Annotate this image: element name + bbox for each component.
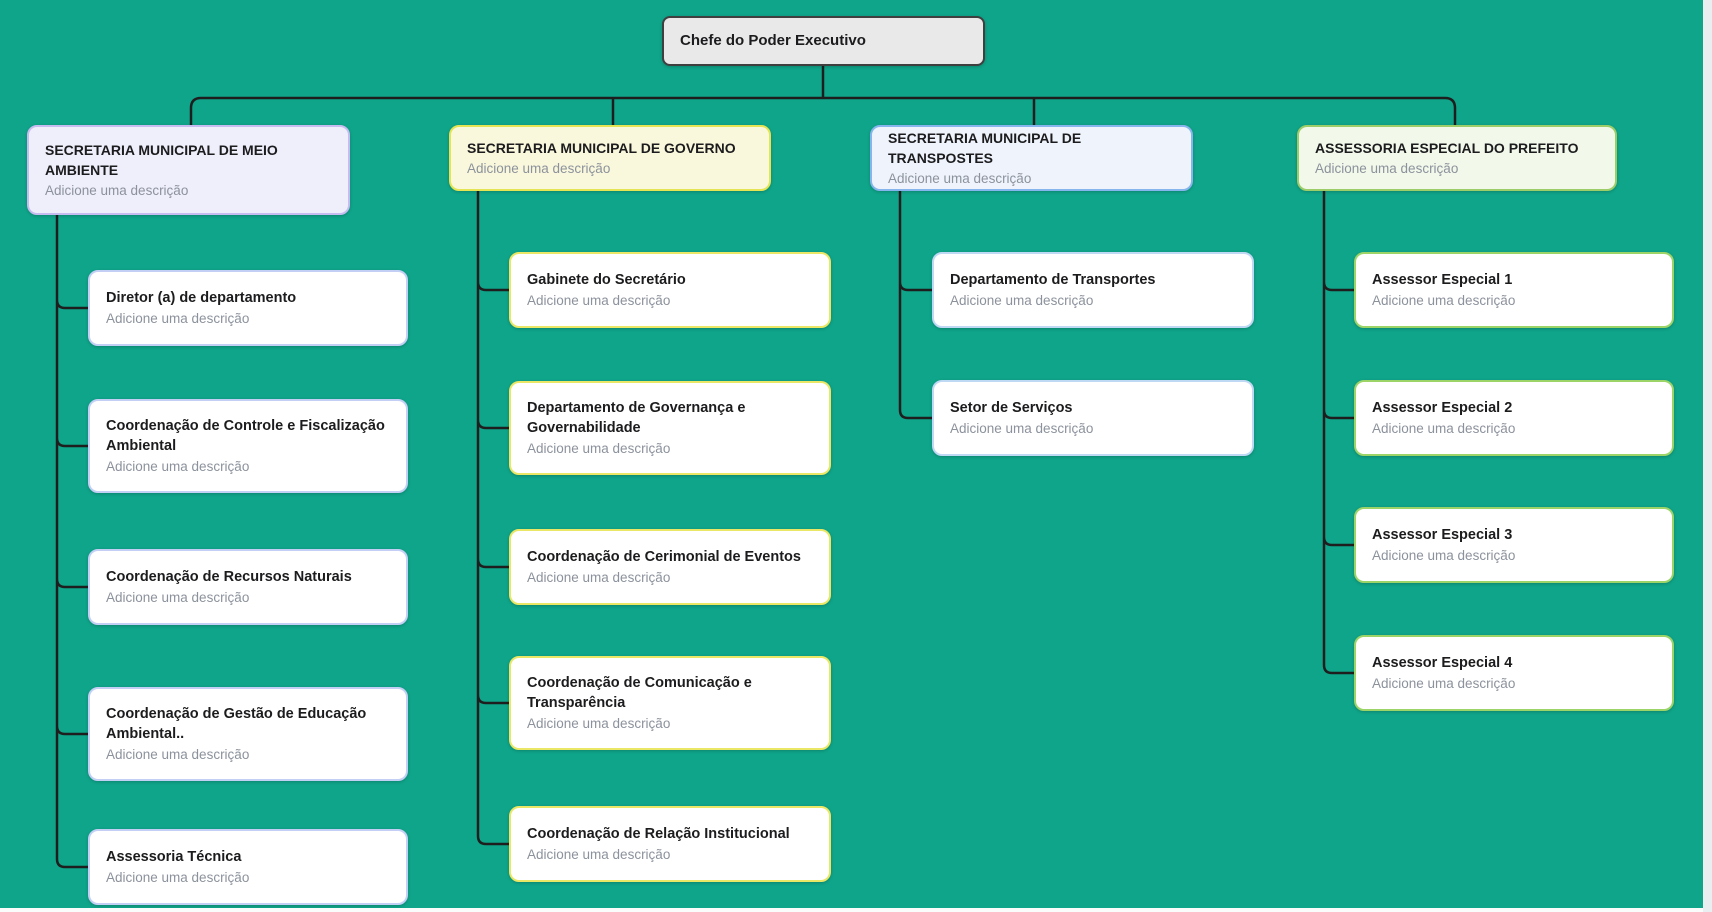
vertical-scrollbar-track[interactable] [1703, 0, 1712, 912]
node-departamento-transportes[interactable]: Departamento de Transportes Adicione uma… [932, 252, 1254, 328]
node-assessor-especial-1[interactable]: Assessor Especial 1 Adicione uma descriç… [1354, 252, 1674, 328]
node-secretaria-governo[interactable]: SECRETARIA MUNICIPAL DE GOVERNO Adicione… [449, 125, 771, 191]
node-root-chefe-executivo[interactable]: Chefe do Poder Executivo [662, 16, 985, 66]
horizontal-scrollbar-track[interactable] [0, 908, 1703, 912]
node-description-placeholder: Adicione uma descrição [106, 459, 250, 474]
node-title: Assessor Especial 2 [1372, 400, 1513, 416]
node-title: Coordenação de Recursos Naturais [106, 569, 352, 585]
node-description-placeholder: Adicione uma descrição [527, 847, 671, 862]
branch-connector-governo [476, 189, 511, 846]
node-description-placeholder: Adicione uma descrição [527, 716, 671, 731]
node-title: Departamento de Governança e Governabili… [527, 400, 746, 436]
node-title: Setor de Serviços [950, 400, 1073, 416]
node-title: Departamento de Transportes [950, 272, 1156, 288]
node-description-placeholder: Adicione uma descrição [527, 570, 671, 585]
node-assessoria-tecnica[interactable]: Assessoria Técnica Adicione uma descriçã… [88, 829, 408, 905]
node-title: Chefe do Poder Executivo [680, 32, 866, 49]
node-description-placeholder: Adicione uma descrição [106, 311, 250, 326]
node-title: Assessor Especial 3 [1372, 527, 1513, 543]
node-coordenacao-relacao-institucional[interactable]: Coordenação de Relação Institucional Adi… [509, 806, 831, 882]
node-title: Coordenação de Cerimonial de Eventos [527, 549, 801, 565]
node-description-placeholder: Adicione uma descrição [1372, 421, 1516, 436]
node-coordenacao-gestao-educacao[interactable]: Coordenação de Gestão de Educação Ambien… [88, 687, 408, 781]
node-title: Coordenação de Gestão de Educação Ambien… [106, 706, 367, 742]
node-title: Assessor Especial 4 [1372, 655, 1513, 671]
node-description-placeholder: Adicione uma descrição [1372, 548, 1516, 563]
node-description-placeholder: Adicione uma descrição [106, 870, 250, 885]
node-description-placeholder: Adicione uma descrição [106, 590, 250, 605]
node-description-placeholder: Adicione uma descrição [888, 171, 1032, 186]
root-trunk-connector [189, 64, 1457, 128]
node-title: Coordenação de Controle e Fiscalização A… [106, 418, 385, 454]
branch-connector-transportes [898, 189, 934, 420]
node-title: SECRETARIA MUNICIPAL DE GOVERNO [467, 140, 736, 156]
node-description-placeholder: Adicione uma descrição [467, 161, 611, 176]
node-title: SECRETARIA MUNICIPAL DE MEIO AMBIENTE [45, 142, 278, 178]
node-description-placeholder: Adicione uma descrição [1372, 293, 1516, 308]
node-coordenacao-controle-fiscalizacao[interactable]: Coordenação de Controle e Fiscalização A… [88, 399, 408, 493]
node-secretaria-transportes[interactable]: SECRETARIA MUNICIPAL DE TRANSPOSTES Adic… [870, 125, 1193, 191]
node-description-placeholder: Adicione uma descrição [527, 293, 671, 308]
node-gabinete-secretario[interactable]: Gabinete do Secretário Adicione uma desc… [509, 252, 831, 328]
node-departamento-governanca[interactable]: Departamento de Governança e Governabili… [509, 381, 831, 475]
node-description-placeholder: Adicione uma descrição [527, 441, 671, 456]
node-diretor-departamento[interactable]: Diretor (a) de departamento Adicione uma… [88, 270, 408, 346]
node-assessor-especial-3[interactable]: Assessor Especial 3 Adicione uma descriç… [1354, 507, 1674, 583]
node-title: Assessoria Técnica [106, 849, 242, 865]
node-description-placeholder: Adicione uma descrição [950, 421, 1094, 436]
node-title: Coordenação de Comunicação e Transparênc… [527, 675, 752, 711]
node-description-placeholder: Adicione uma descrição [950, 293, 1094, 308]
node-assessor-especial-4[interactable]: Assessor Especial 4 Adicione uma descriç… [1354, 635, 1674, 711]
node-title: Coordenação de Relação Institucional [527, 826, 790, 842]
node-title: Assessor Especial 1 [1372, 272, 1513, 288]
node-title: SECRETARIA MUNICIPAL DE TRANSPOSTES [888, 130, 1082, 166]
node-description-placeholder: Adicione uma descrição [1315, 161, 1459, 176]
node-title: Diretor (a) de departamento [106, 290, 297, 306]
node-description-placeholder: Adicione uma descrição [45, 183, 189, 198]
node-setor-servicos[interactable]: Setor de Serviços Adicione uma descrição [932, 380, 1254, 456]
node-title: Gabinete do Secretário [527, 272, 686, 288]
node-description-placeholder: Adicione uma descrição [1372, 676, 1516, 691]
node-assessoria-especial-prefeito[interactable]: ASSESSORIA ESPECIAL DO PREFEITO Adicione… [1297, 125, 1617, 191]
node-assessor-especial-2[interactable]: Assessor Especial 2 Adicione uma descriç… [1354, 380, 1674, 456]
node-coordenacao-comunicacao[interactable]: Coordenação de Comunicação e Transparênc… [509, 656, 831, 750]
branch-connector-meio-ambiente [55, 213, 90, 869]
node-coordenacao-recursos-naturais[interactable]: Coordenação de Recursos Naturais Adicion… [88, 549, 408, 625]
node-title: ASSESSORIA ESPECIAL DO PREFEITO [1315, 140, 1579, 156]
node-secretaria-meio-ambiente[interactable]: SECRETARIA MUNICIPAL DE MEIO AMBIENTE Ad… [27, 125, 350, 215]
node-description-placeholder: Adicione uma descrição [106, 747, 250, 762]
node-coordenacao-cerimonial[interactable]: Coordenação de Cerimonial de Eventos Adi… [509, 529, 831, 605]
branch-connector-assessoria [1322, 189, 1356, 675]
